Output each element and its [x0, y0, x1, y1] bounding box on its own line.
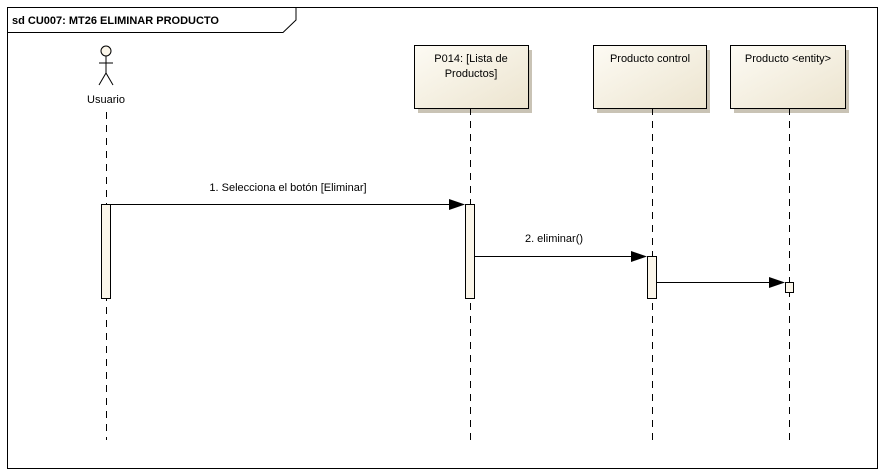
message-label: 1. Selecciona el botón [Eliminar]	[209, 182, 366, 194]
lifeline-box	[730, 45, 846, 109]
actor-leg-right	[105, 72, 114, 86]
lifeline-label: Producto control	[610, 53, 690, 65]
frame-title: sd CU007: MT26 ELIMINAR PRODUCTO	[12, 15, 219, 27]
lifeline-label: Producto <entity>	[745, 53, 831, 65]
actor-label: Usuario	[87, 94, 125, 106]
lifeline-label-line2: Productos]	[445, 68, 498, 80]
actor-leg-left	[98, 72, 107, 86]
lifeline-box-producto-control: Producto control	[593, 45, 710, 113]
actor-head	[100, 45, 112, 57]
message-label: 2. eliminar()	[525, 233, 583, 245]
frame-title-tab	[7, 7, 297, 33]
lifeline-label-line1: P014: [Lista de	[434, 53, 507, 65]
lifeline-box	[414, 45, 529, 109]
lifeline-box-lista-productos: P014: [Lista de Productos]	[414, 45, 532, 113]
message-1: 1. Selecciona el botón [Eliminar]	[111, 182, 465, 210]
arrowhead	[631, 251, 647, 262]
message-3	[657, 277, 785, 288]
arrowhead	[769, 277, 785, 288]
message-2: 2. eliminar()	[475, 233, 647, 262]
activation-producto-entity	[785, 282, 794, 293]
lifeline-box-producto-entity: Producto <entity>	[730, 45, 849, 113]
activation-lista-productos	[465, 204, 475, 299]
activation-producto-control	[647, 256, 657, 299]
actor-usuario: Usuario	[87, 45, 125, 106]
lifeline-box	[593, 45, 707, 109]
activation-usuario	[101, 204, 111, 299]
arrowhead	[449, 199, 465, 210]
